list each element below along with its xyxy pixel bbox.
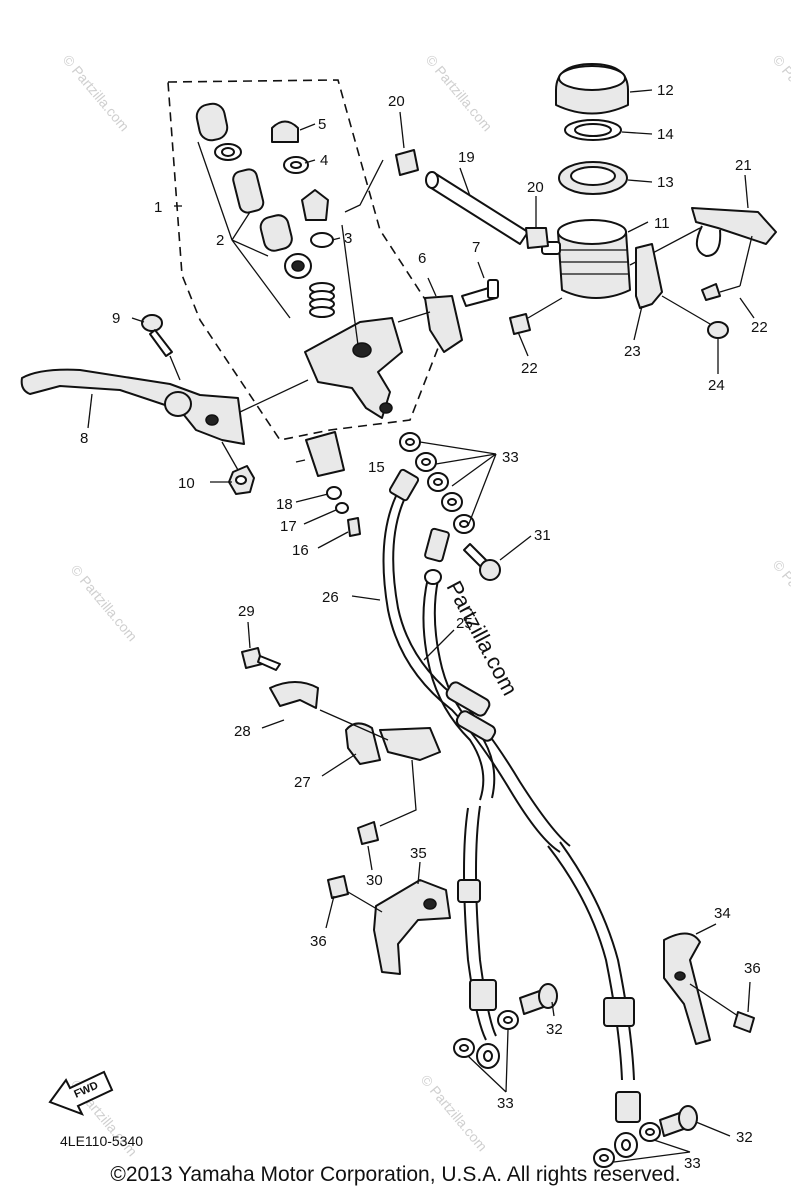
boot-and-clips [271, 120, 334, 248]
watermark: © Partzilla.com [418, 1072, 491, 1155]
lower-washers [453, 1010, 661, 1168]
callout-11: 11 [654, 215, 670, 232]
callout-8: 8 [80, 430, 88, 447]
hose-bracket-34 [663, 932, 755, 1045]
brake-hoses [382, 468, 571, 853]
callout-6: 6 [418, 250, 426, 267]
diagram-code: 4LE110-5340 [60, 1133, 143, 1149]
callout-14: 14 [657, 126, 674, 143]
callout-36-left: 36 [310, 933, 327, 950]
pivot-nut [221, 441, 255, 495]
callout-26: 26 [322, 589, 339, 606]
lower-hose-left [457, 805, 500, 1069]
callout-22-left: 22 [521, 360, 538, 377]
callout-23: 23 [624, 343, 641, 360]
callout-10: 10 [178, 475, 195, 492]
watermark: © Partzilla.com [770, 557, 791, 640]
bolt-22-left [509, 297, 563, 335]
callout-35: 35 [410, 845, 427, 862]
bracket-6 [397, 279, 499, 353]
callout-5: 5 [318, 116, 326, 133]
callout-2: 2 [216, 232, 224, 249]
reservoir-diaphragm [558, 161, 628, 195]
assembly-outline [167, 79, 446, 441]
callout-30: 30 [366, 872, 383, 889]
callout-29: 29 [238, 603, 255, 620]
callout-28: 28 [234, 723, 251, 740]
watermark: © Partzilla.com [770, 52, 791, 135]
watermark: © Partzilla.com [60, 52, 133, 135]
callout-25: 25 [456, 615, 473, 632]
watermark: © Partzilla.com [423, 52, 496, 135]
upper-washers [399, 432, 475, 534]
pivot-bolt [141, 314, 181, 381]
callout-9: 9 [112, 310, 120, 327]
callout-20-upper: 20 [388, 93, 405, 110]
callout-13: 13 [657, 174, 674, 191]
copyright-notice: ©2013 Yamaha Motor Corporation, U.S.A. A… [110, 1163, 681, 1186]
callout-31: 31 [534, 527, 551, 544]
callout-22-right: 22 [751, 319, 768, 336]
callout-7: 7 [472, 239, 480, 256]
fwd-arrow-icon: FWD [48, 1070, 114, 1116]
callout-18: 18 [276, 496, 293, 513]
reservoir-tank [541, 219, 631, 299]
bolt-24 [661, 295, 729, 339]
callout-17: 17 [280, 518, 297, 535]
banjo-bolt-32 [519, 983, 698, 1137]
callout-34: 34 [714, 905, 731, 922]
piston-kit [195, 102, 335, 318]
lower-hose-right [547, 841, 641, 1158]
callout-15: 15 [368, 459, 385, 476]
return-spring [309, 282, 335, 318]
center-watermark: Partzilla.com [442, 577, 523, 700]
callout-33-right: 33 [684, 1155, 701, 1172]
callout-32-left: 32 [546, 1021, 563, 1038]
hose-clamp-group [241, 647, 441, 845]
callout-4: 4 [320, 152, 328, 169]
brake-switch [295, 431, 361, 537]
leader-lines [87, 89, 755, 1163]
callout-3: 3 [344, 230, 352, 247]
master-cylinder-body [304, 224, 403, 419]
reservoir-cap [555, 63, 629, 115]
callout-1: 1 [154, 199, 162, 216]
bracket-23 [635, 243, 663, 309]
callout-33-upper: 33 [502, 449, 519, 466]
watermark: © Partzilla.com [68, 562, 141, 645]
callout-24: 24 [708, 377, 725, 394]
banjo-bolt-31 [463, 543, 501, 581]
hose-bracket-35 [327, 875, 451, 975]
reservoir-plate [564, 119, 622, 141]
callout-20-lower: 20 [527, 179, 544, 196]
callout-19: 19 [458, 149, 475, 166]
callout-27: 27 [294, 774, 311, 791]
callout-33-left: 33 [497, 1095, 514, 1112]
callout-16: 16 [292, 542, 309, 559]
brake-lever [20, 368, 309, 445]
callout-21: 21 [735, 157, 752, 174]
callout-32-right: 32 [736, 1129, 753, 1146]
callout-36-right: 36 [744, 960, 761, 977]
callout-layer: 1 2 3 4 5 6 7 8 9 10 11 12 13 14 15 16 1… [80, 82, 768, 1172]
reservoir-hose [344, 149, 549, 249]
callout-12: 12 [657, 82, 674, 99]
reservoir-bolt-22 [701, 235, 753, 301]
